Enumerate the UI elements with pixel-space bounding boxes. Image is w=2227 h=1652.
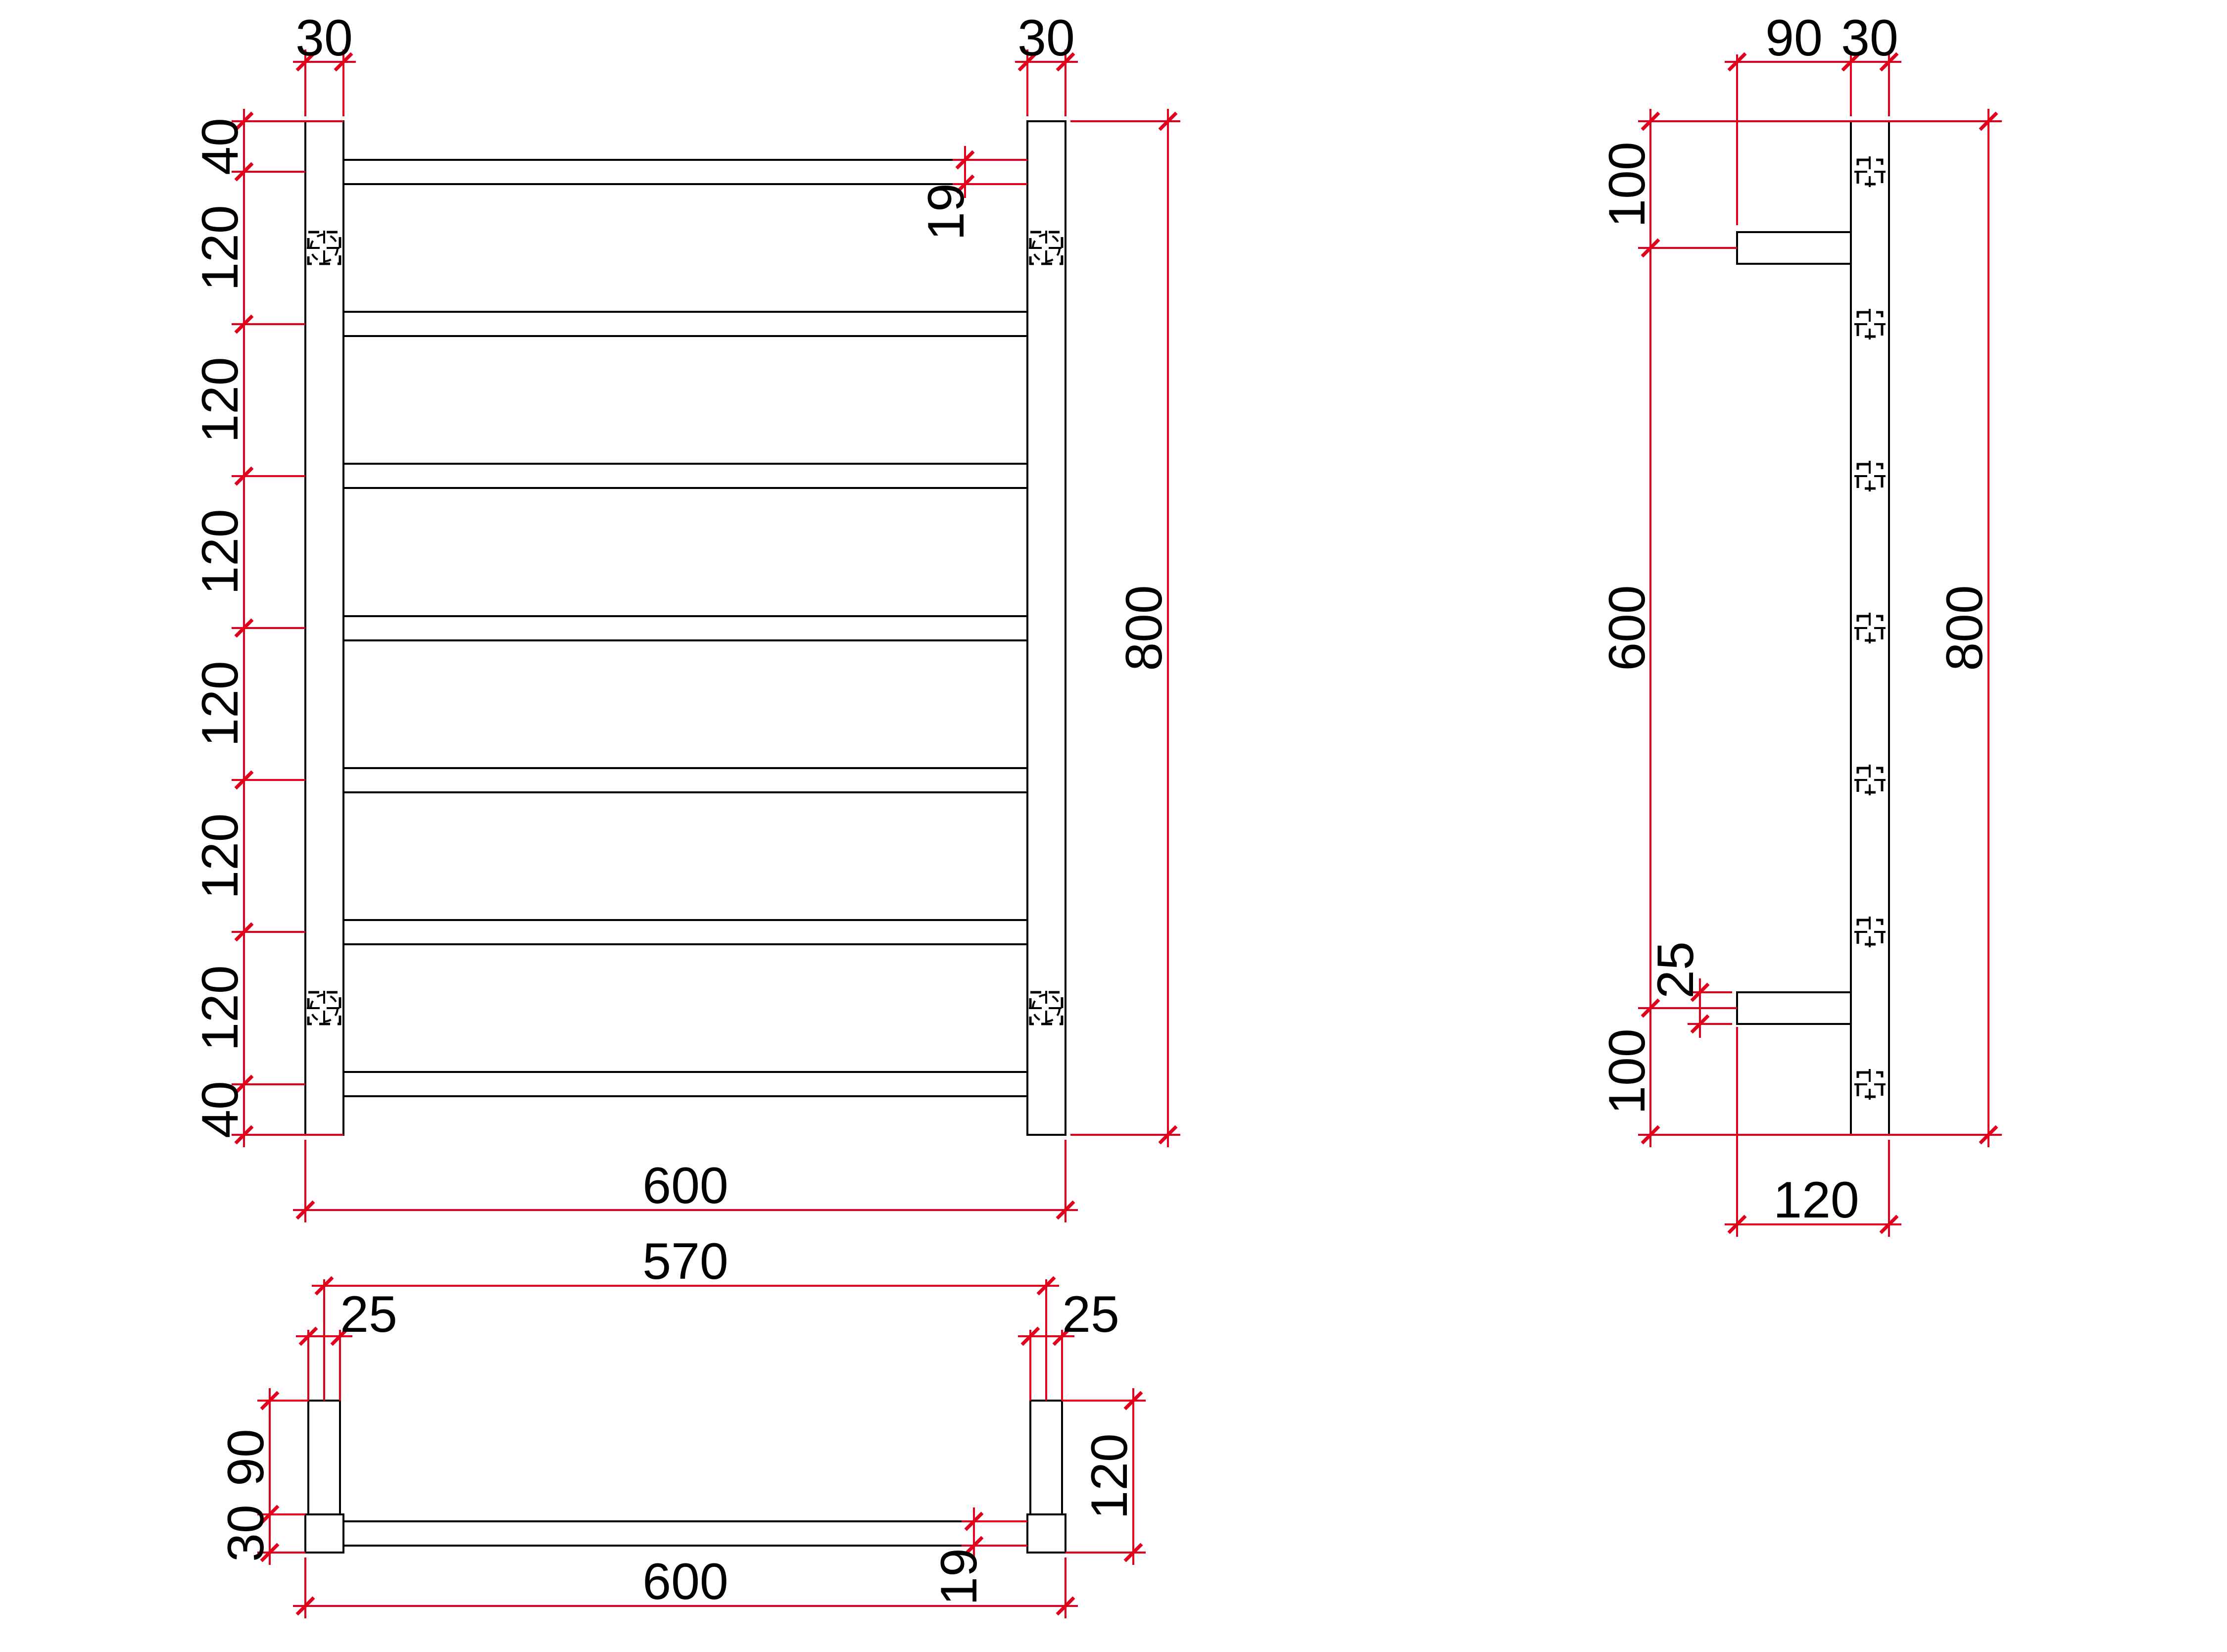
side-dim-left-chain: 100 600 100	[1598, 109, 2002, 1147]
front-dim-left-chain: 40 120 120 120 120 120 120 40	[192, 109, 343, 1147]
dim-label-side-post-depth: 30	[1841, 9, 1898, 67]
front-view: 30 30 19	[192, 9, 1180, 1222]
dim-label-front-spacing-6: 120	[192, 965, 249, 1051]
top-dim-overall-width: 600	[293, 1553, 1078, 1618]
top-dim-bracket-width-left: 25	[296, 1286, 397, 1401]
top-left-bracket	[307, 1400, 341, 1515]
dim-label-front-spacing-5: 120	[192, 813, 249, 899]
side-bottom-bracket	[1736, 991, 1852, 1025]
top-right-post	[1026, 1513, 1066, 1554]
mounting-plate-top-left	[307, 231, 341, 265]
side-view-geometry	[1736, 120, 1890, 1136]
top-dim-bracket-centres: 570	[312, 1233, 1059, 1401]
dim-label-top-overall-width: 600	[642, 1553, 728, 1610]
dim-label-front-spacing-2: 120	[192, 357, 249, 443]
dim-label-front-bottom-offset: 40	[192, 1081, 249, 1138]
top-dim-left-chain: 90 30	[217, 1388, 308, 1565]
dim-label-front-post-width-left: 30	[295, 9, 353, 67]
front-dim-post-width-left: 30	[293, 9, 356, 116]
dim-label-front-overall-width: 600	[642, 1157, 728, 1215]
dim-label-side-overall-height: 800	[1936, 585, 1993, 671]
front-mounting-plates	[307, 231, 1064, 1025]
top-dim-bracket-width-right: 25	[1018, 1286, 1119, 1401]
dim-label-side-bracket-centres: 600	[1598, 585, 1656, 671]
dim-label-front-top-offset: 40	[192, 118, 249, 175]
front-left-post	[304, 120, 344, 1136]
side-top-bracket	[1736, 231, 1852, 265]
dim-label-side-bracket-to-bottom: 100	[1598, 1028, 1656, 1115]
side-dim-overall-height: 800	[1936, 109, 1998, 1147]
dim-label-side-top-to-bracket: 100	[1598, 142, 1656, 228]
front-dim-overall-width: 600	[293, 1140, 1078, 1222]
front-rungs	[343, 159, 1027, 1097]
dim-label-top-bracket-centres: 570	[642, 1233, 728, 1290]
top-right-bracket	[1029, 1400, 1063, 1515]
dim-label-top-post-depth: 30	[217, 1505, 275, 1562]
dim-label-top-bracket-length: 90	[217, 1429, 275, 1486]
top-view-geometry	[304, 1400, 1066, 1554]
side-dim-bracket-thickness: 25	[1647, 941, 1732, 1038]
top-dim-rung-thickness: 19	[930, 1507, 1027, 1605]
dim-label-top-overall-depth: 120	[1081, 1433, 1138, 1519]
front-dim-rung-thickness: 19	[918, 146, 1027, 241]
mounting-plate-bottom-right	[1029, 991, 1064, 1025]
side-view: 90 30 100 600 100 25 800	[1598, 9, 2002, 1237]
top-left-post	[304, 1513, 344, 1554]
dim-label-front-spacing-1: 120	[192, 205, 249, 291]
side-dim-bracket-and-post-depth: 90 30	[1725, 9, 1901, 225]
top-dim-overall-depth: 120	[1062, 1388, 1146, 1565]
dim-label-top-bracket-width-left: 25	[340, 1286, 397, 1343]
dim-label-side-bracket-length: 90	[1765, 9, 1823, 67]
mounting-plate-bottom-left	[307, 991, 341, 1025]
front-view-geometry	[304, 120, 1066, 1136]
front-right-post	[1026, 120, 1066, 1136]
side-dim-overall-depth: 120	[1725, 1027, 1901, 1237]
dim-label-front-spacing-4: 120	[192, 661, 249, 747]
front-dim-overall-height: 800	[1070, 109, 1180, 1147]
side-rung-sections	[1854, 156, 1886, 1100]
top-view: 570 25 25 90 30	[217, 1233, 1146, 1618]
dim-label-front-spacing-3: 120	[192, 509, 249, 595]
dim-label-top-bracket-width-right: 25	[1062, 1286, 1119, 1343]
front-dim-post-width-right: 30	[1015, 9, 1078, 116]
dim-label-front-post-width-right: 30	[1017, 9, 1075, 67]
dim-label-top-rung-thickness: 19	[930, 1548, 988, 1605]
dim-label-side-bracket-thickness: 25	[1647, 941, 1704, 999]
mounting-plate-top-right	[1029, 231, 1064, 265]
dim-label-front-rung-thickness: 19	[918, 183, 975, 241]
dim-label-front-overall-height: 800	[1115, 585, 1173, 671]
dim-label-side-overall-depth: 120	[1773, 1171, 1859, 1229]
